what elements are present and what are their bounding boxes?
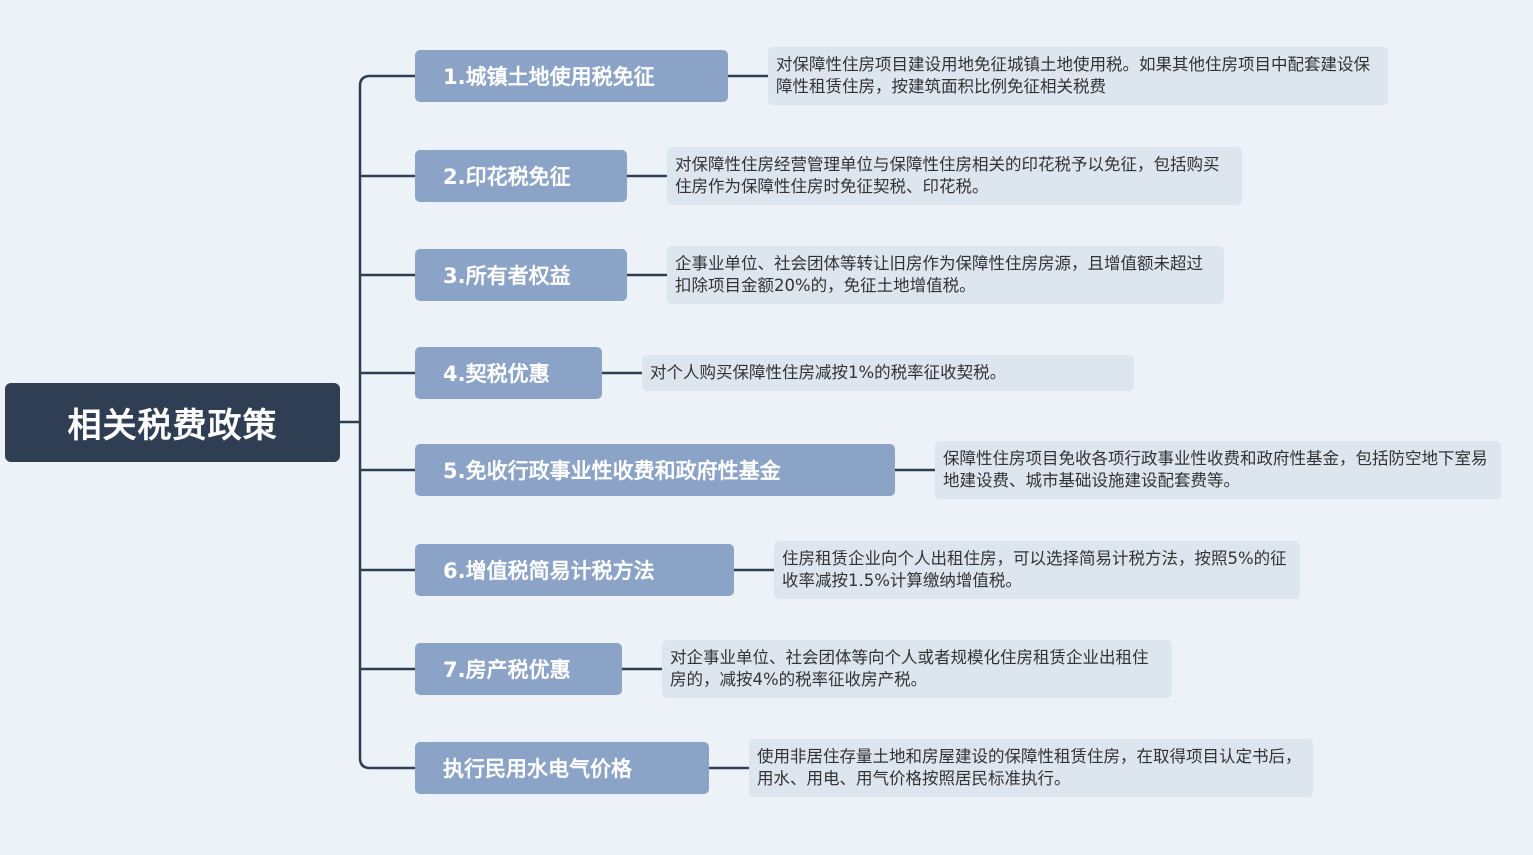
root-node: 相关税费政策 [5, 383, 340, 462]
branch-node-4-label: 4.契税优惠 [443, 362, 550, 386]
branch-node-1: 1.城镇土地使用税免征 [415, 50, 728, 102]
desc-node-5-text: 保障性住房项目免收各项行政事业性收费和政府性基金，包括防空地下室易地建设费、城市… [943, 449, 1488, 490]
branch-node-5: 5.免收行政事业性收费和政府性基金 [415, 444, 895, 496]
branch-node-7: 7.房产税优惠 [415, 643, 622, 695]
desc-node-3: 企事业单位、社会团体等转让旧房作为保障性住房房源，且增值额未超过扣除项目金额20… [667, 246, 1224, 304]
branch-node-6-label: 6.增值税简易计税方法 [443, 559, 655, 583]
desc-node-4-text: 对个人购买保障性住房减按1%的税率征收契税。 [650, 363, 1007, 382]
desc-node-5: 保障性住房项目免收各项行政事业性收费和政府性基金，包括防空地下室易地建设费、城市… [935, 441, 1501, 499]
desc-node-2-text: 对保障性住房经营管理单位与保障性住房相关的印花税予以免征，包括购买住房作为保障性… [675, 155, 1220, 196]
branch-node-3-label: 3.所有者权益 [443, 264, 571, 288]
desc-node-6: 住房租赁企业向个人出租住房，可以选择简易计税方法，按照5%的征收率减按1.5%计… [774, 541, 1300, 599]
desc-node-1: 对保障性住房项目建设用地免征城镇土地使用税。如果其他住房项目中配套建设保障性租赁… [768, 47, 1388, 105]
desc-node-7: 对企事业单位、社会团体等向个人或者规模化住房租赁企业出租住房的，减按4%的税率征… [662, 640, 1172, 698]
desc-node-8: 使用非居住存量土地和房屋建设的保障性租赁住房，在取得项目认定书后，用水、用电、用… [749, 739, 1313, 797]
branch-node-4: 4.契税优惠 [415, 347, 602, 399]
desc-node-6-text: 住房租赁企业向个人出租住房，可以选择简易计税方法，按照5%的征收率减按1.5%计… [782, 549, 1287, 590]
desc-node-4: 对个人购买保障性住房减按1%的税率征收契税。 [642, 355, 1134, 391]
branch-node-6: 6.增值税简易计税方法 [415, 544, 734, 596]
branch-node-1-label: 1.城镇土地使用税免征 [443, 65, 655, 89]
desc-node-7-text: 对企事业单位、社会团体等向个人或者规模化住房租赁企业出租住房的，减按4%的税率征… [670, 648, 1149, 689]
desc-node-2: 对保障性住房经营管理单位与保障性住房相关的印花税予以免征，包括购买住房作为保障性… [667, 147, 1242, 205]
desc-node-3-text: 企事业单位、社会团体等转让旧房作为保障性住房房源，且增值额未超过扣除项目金额20… [675, 254, 1203, 295]
desc-node-8-text: 使用非居住存量土地和房屋建设的保障性租赁住房，在取得项目认定书后，用水、用电、用… [757, 747, 1302, 788]
branch-node-2: 2.印花税免征 [415, 150, 627, 202]
branch-node-3: 3.所有者权益 [415, 249, 627, 301]
root-node-label: 相关税费政策 [67, 406, 278, 446]
desc-node-1-text: 对保障性住房项目建设用地免征城镇土地使用税。如果其他住房项目中配套建设保障性租赁… [776, 55, 1370, 96]
branch-node-5-label: 5.免收行政事业性收费和政府性基金 [443, 459, 781, 483]
branch-node-8: 执行民用水电气价格 [415, 742, 709, 794]
branch-node-7-label: 7.房产税优惠 [443, 658, 571, 682]
branch-node-8-label: 执行民用水电气价格 [443, 757, 632, 781]
branch-node-2-label: 2.印花税免征 [443, 165, 571, 189]
